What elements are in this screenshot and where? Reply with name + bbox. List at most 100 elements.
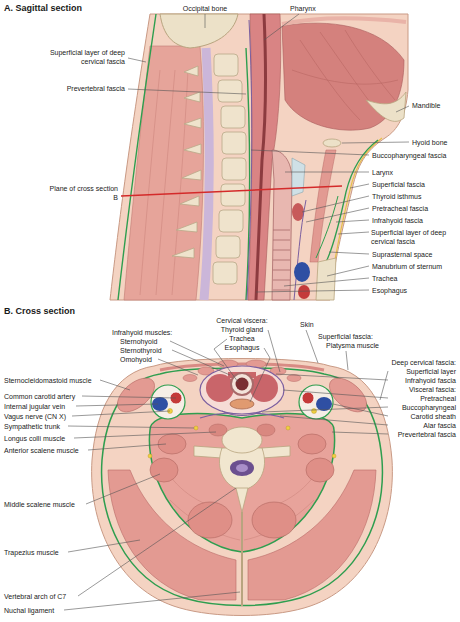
anatomy-label: Esophagus	[372, 286, 407, 295]
leader-line	[82, 396, 176, 398]
leader-line	[128, 58, 146, 62]
manubrium	[316, 258, 336, 300]
anatomy-label: Pretracheal fascia	[372, 204, 428, 213]
leader-line	[64, 330, 388, 610]
anatomy-label: Hyoid bone	[412, 138, 447, 147]
leader-line	[76, 404, 158, 406]
vertebra-c7	[230, 460, 254, 476]
leader-line	[256, 290, 369, 292]
carotid-sheath	[316, 397, 332, 411]
cervical-viscera	[206, 374, 234, 402]
longus-colli	[257, 424, 275, 436]
leader-line	[280, 416, 388, 425]
manubrium	[316, 258, 336, 300]
nuchal-ligament-line	[241, 512, 243, 606]
tongue	[282, 19, 406, 131]
anatomy-label: Infrahyoid fascia	[405, 376, 456, 385]
leader-line	[78, 488, 236, 596]
panel-heading: B. Cross section	[4, 306, 75, 317]
prevertebral-fascia-line	[246, 48, 250, 300]
panel-heading: A. Sagittal section	[4, 3, 82, 14]
leader-line	[284, 278, 369, 286]
anatomy-label: Skin	[300, 320, 314, 329]
leader-line	[128, 89, 246, 94]
anatomy-label: Thyroid gland	[172, 325, 312, 334]
leader-line	[72, 411, 170, 416]
anatomy-label: Infrahyoid muscles:	[112, 328, 172, 337]
anatomy-label: Superficial layer	[406, 367, 456, 376]
scalene-muscles	[298, 434, 326, 454]
anatomy-label: Middle scalene muscle	[4, 500, 75, 509]
anatomy-label: Sternothyroid	[120, 346, 162, 355]
vertebra-c7	[194, 427, 290, 512]
nerve-dots	[148, 426, 336, 458]
scalene-muscles	[188, 502, 232, 538]
pharynx-tube	[256, 14, 265, 300]
leader-line	[332, 432, 388, 434]
anatomy-label: Platysma muscle	[326, 341, 379, 350]
posterior-fascia-line	[118, 14, 156, 300]
posterior-neck-muscles	[140, 70, 188, 295]
carotid-sheath	[151, 385, 185, 419]
vertebral-bodies	[222, 158, 246, 180]
anatomy-label: Prevertebral fascia	[67, 84, 125, 93]
vertebra-c7	[222, 427, 262, 453]
anatomy-label: Superficial fascia	[372, 180, 425, 189]
cervical-viscera	[222, 411, 262, 416]
leader-line	[172, 350, 230, 375]
anatomy-label: Buccopharyngeal fascia	[372, 151, 446, 160]
anatomy-label: Sternocleidomastoid muscle	[4, 376, 92, 385]
anatomy-label: Pharynx	[290, 4, 316, 13]
leader-line	[327, 266, 369, 276]
vertebral-bodies	[221, 184, 245, 206]
cervical-viscera	[236, 378, 249, 391]
anatomy-label: Carotid sheath	[410, 412, 456, 421]
anatomy-label: Prevertebral fascia	[398, 430, 456, 439]
leader-line	[338, 232, 369, 234]
longus-colli	[209, 424, 275, 436]
scalene-muscles	[150, 458, 178, 482]
anatomy-label: Omohyoid	[120, 355, 152, 364]
anterior-fascia-lines	[294, 138, 382, 300]
leader-line	[264, 14, 299, 40]
larynx-trachea	[272, 150, 292, 300]
cervical-viscera	[200, 366, 284, 416]
leader-line	[88, 444, 166, 450]
leader-line	[302, 196, 369, 212]
anatomy-label: Occipital bone	[135, 4, 275, 13]
leader-line	[350, 184, 369, 188]
leader-line	[346, 351, 348, 370]
nerve-dots	[194, 426, 198, 430]
nerve-dots	[332, 454, 336, 458]
anatomy-label: Esophagus	[172, 343, 312, 352]
anatomy-label: Common carotid artery	[4, 392, 75, 401]
leader-line	[250, 348, 270, 402]
prevertebral-fascia-line	[246, 48, 250, 300]
anatomy-label: Superficial layer of deep cervical fasci…	[371, 228, 457, 246]
strap-muscles	[287, 375, 301, 382]
great-vessels	[294, 262, 310, 299]
pharynx-tube	[247, 20, 252, 300]
mandible	[366, 92, 406, 121]
scalene-muscles	[306, 458, 334, 482]
carotid-sheath	[302, 392, 314, 404]
section-plane-line	[121, 186, 342, 196]
vertebral-bodies	[222, 132, 246, 154]
anatomy-label: Superficial layer of deep cervical fasci…	[25, 48, 125, 66]
leader-line	[128, 14, 409, 292]
nuchal-ligament-line	[242, 512, 243, 606]
leader-line	[86, 474, 160, 504]
cervical-viscera	[250, 374, 278, 402]
anatomy-label: Larynx	[372, 168, 393, 177]
leader-line	[285, 172, 369, 173]
larynx-trachea	[273, 230, 290, 290]
leader-line	[333, 404, 388, 416]
posterior-fascia-line	[118, 14, 156, 300]
leader-line	[74, 432, 216, 438]
leader-line	[68, 426, 194, 428]
occipital-bone	[160, 14, 238, 48]
tongue	[282, 19, 406, 25]
investing-fascia-line	[102, 368, 383, 606]
anatomy-label: Trapezius muscle	[4, 548, 59, 557]
strap-muscles	[183, 375, 197, 382]
